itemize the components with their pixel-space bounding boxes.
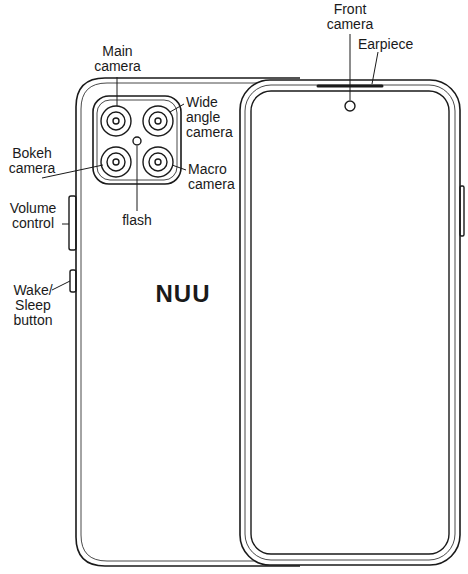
- part-label: Earpiece: [358, 37, 438, 52]
- leader-lines: [42, 34, 378, 290]
- volume-button: [69, 196, 76, 250]
- brand-logo: NUU: [128, 280, 238, 308]
- screen: [251, 91, 449, 554]
- front-housing: [240, 80, 460, 565]
- front-bezel: [245, 85, 455, 560]
- camera-label: Main camera: [90, 44, 145, 74]
- camera-label: Front camera: [322, 2, 378, 32]
- flash: [133, 137, 141, 145]
- part-label: flash: [116, 213, 158, 228]
- wake-button: [70, 270, 76, 292]
- camera-label: Macro camera: [188, 162, 244, 192]
- side-button-right: [460, 186, 464, 236]
- front-camera: [345, 101, 355, 111]
- camera-label: Wide angle camera: [186, 95, 242, 140]
- part-label: Volume control: [4, 201, 62, 231]
- part-label: Wake/ Sleep button: [4, 283, 62, 328]
- camera-label: Bokeh camera: [4, 146, 60, 176]
